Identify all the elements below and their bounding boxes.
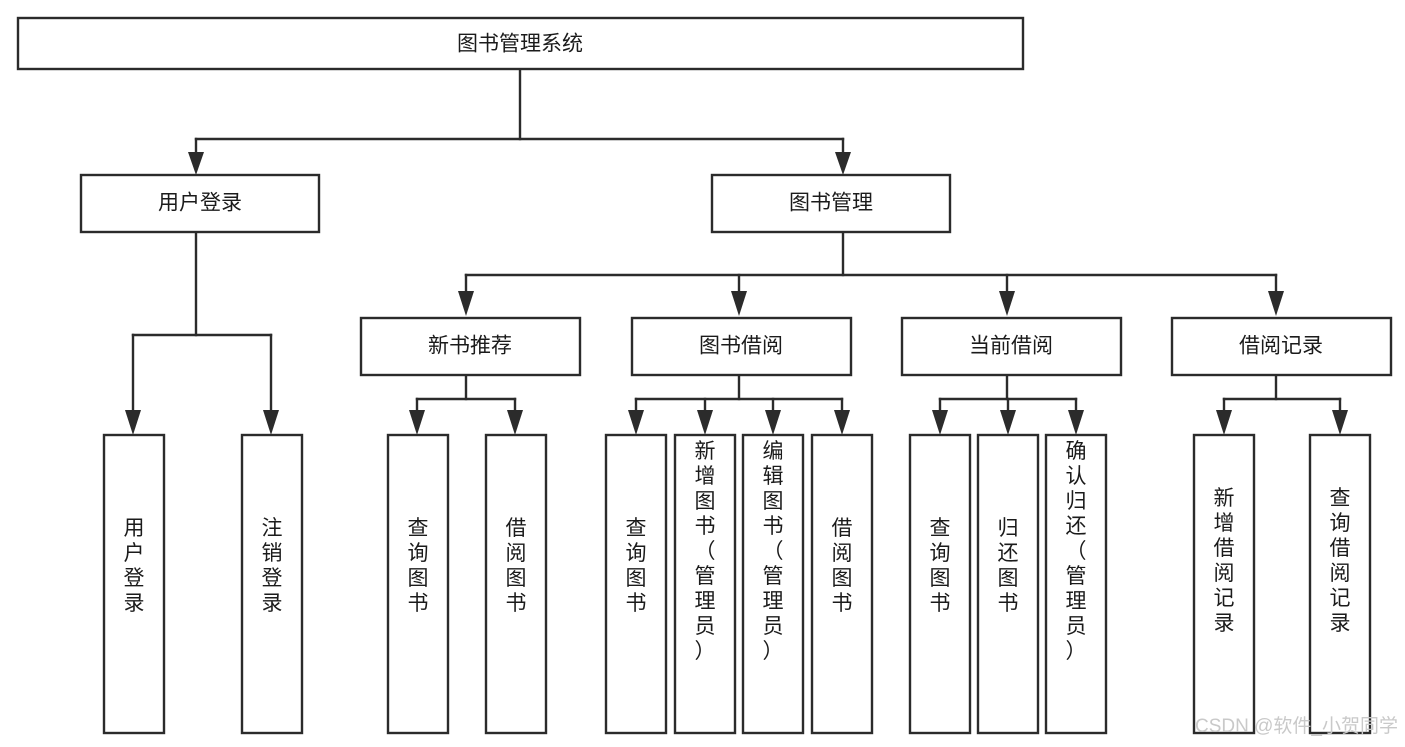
node-book-management-label: 图书管理 — [789, 192, 873, 215]
node-book-borrow[interactable]: 图书借阅 — [630, 316, 853, 377]
node-book-management-box[interactable] — [710, 173, 952, 234]
node-book-borrow-label: 图书借阅 — [699, 335, 783, 358]
node-book-borrow-box[interactable] — [630, 316, 853, 377]
node-borrow-record-label: 借阅记录 — [1239, 335, 1323, 358]
connector-group-new-book-leaves — [409, 373, 523, 435]
arrow-head-current-borrow — [999, 291, 1015, 316]
connector-group-book-manage-to-level3 — [458, 230, 1284, 316]
arrow-head-borrow-record — [1268, 291, 1284, 316]
leaf-br-query-record-label: 查询借阅记录 — [1330, 487, 1351, 635]
leaf-br-query-record[interactable]: 查询借阅记录 — [1308, 433, 1372, 735]
arrow-head-leaf-cb-return — [1000, 410, 1016, 435]
connector-group-current-borrow-leaves — [932, 373, 1084, 435]
node-new-book-recommend[interactable]: 新书推荐 — [359, 316, 582, 377]
node-user-login[interactable]: 用户登录 — [79, 173, 321, 234]
node-current-borrow-box[interactable] — [900, 316, 1123, 377]
node-root-box[interactable] — [16, 16, 1025, 71]
arrow-head-leaf-user-login — [125, 410, 141, 435]
leaf-nb-borrow-book[interactable]: 借阅图书 — [484, 433, 548, 735]
node-new-book-recommend-label: 新书推荐 — [428, 335, 512, 358]
leaf-user-login[interactable]: 用户登录 — [102, 433, 166, 735]
leaf-cb-query-book[interactable]: 查询图书 — [908, 433, 972, 735]
leaf-user-login-label: 用户登录 — [124, 517, 145, 615]
arrow-head-book-manage — [835, 152, 851, 175]
connector-group-book-borrow-leaves — [628, 373, 850, 435]
connector-group-user-login-leaves — [125, 230, 279, 435]
leaf-nb-query-book-label: 查询图书 — [408, 517, 429, 615]
leaf-bb-add-book-box[interactable] — [673, 433, 737, 735]
arrow-head-leaf-nb-borrow — [507, 410, 523, 435]
leaf-bb-add-book[interactable]: 新增图书（管理员） — [673, 433, 737, 735]
arrow-head-leaf-br-add — [1216, 410, 1232, 435]
node-root-book-management-system[interactable]: 图书管理系统 — [16, 16, 1025, 71]
leaf-nb-borrow-book-box[interactable] — [484, 433, 548, 735]
leaf-cb-return-book-box[interactable] — [976, 433, 1040, 735]
leaf-logout-login-label: 注销登录 — [262, 517, 283, 615]
leaf-cb-return-book-label: 归还图书 — [998, 517, 1019, 615]
leaf-bb-query-book-box[interactable] — [604, 433, 668, 735]
leaf-cb-query-book-box[interactable] — [908, 433, 972, 735]
connector-group-borrow-record-leaves — [1216, 373, 1348, 435]
arrow-head-user-login — [188, 152, 204, 175]
leaf-logout-login[interactable]: 注销登录 — [240, 433, 304, 735]
leaf-cb-confirm-return-box[interactable] — [1044, 433, 1108, 735]
leaf-user-login-box[interactable] — [102, 433, 166, 735]
connector-group-root-to-level2 — [188, 67, 851, 175]
csdn-watermark: CSDN @软件_小贺同学 — [1195, 715, 1398, 737]
leaf-nb-query-book[interactable]: 查询图书 — [386, 433, 450, 735]
leaf-br-add-record[interactable]: 新增借阅记录 — [1192, 433, 1256, 735]
node-borrow-record[interactable]: 借阅记录 — [1170, 316, 1393, 377]
node-current-borrow-label: 当前借阅 — [969, 335, 1053, 358]
leaf-bb-query-book[interactable]: 查询图书 — [604, 433, 668, 735]
leaf-nb-query-book-box[interactable] — [386, 433, 450, 735]
leaf-logout-login-box[interactable] — [240, 433, 304, 735]
leaf-bb-query-book-label: 查询图书 — [626, 517, 647, 615]
node-current-borrow[interactable]: 当前借阅 — [900, 316, 1123, 377]
leaf-bb-edit-book[interactable]: 编辑图书（管理员） — [741, 433, 805, 735]
leaf-br-add-record-box[interactable] — [1192, 433, 1256, 735]
leaf-bb-borrow-book[interactable]: 借阅图书 — [810, 433, 874, 735]
leaf-bb-add-book-label: 新增图书（管理员） — [695, 440, 716, 663]
arrow-head-leaf-bb-borrow — [834, 410, 850, 435]
leaf-br-query-record-box[interactable] — [1308, 433, 1372, 735]
arrow-head-leaf-bb-query — [628, 410, 644, 435]
arrow-head-leaf-bb-edit — [765, 410, 781, 435]
leaf-nb-borrow-book-label: 借阅图书 — [506, 517, 527, 615]
arrow-head-leaf-nb-query — [409, 410, 425, 435]
leaf-bb-borrow-book-box[interactable] — [810, 433, 874, 735]
node-book-management[interactable]: 图书管理 — [710, 173, 952, 234]
arrow-head-leaf-cb-confirm — [1068, 410, 1084, 435]
leaf-cb-confirm-return-label: 确认归还（管理员） — [1066, 440, 1087, 663]
node-user-login-box[interactable] — [79, 173, 321, 234]
arrow-head-leaf-br-query — [1332, 410, 1348, 435]
leaf-cb-confirm-return[interactable]: 确认归还（管理员） — [1044, 433, 1108, 735]
leaf-bb-edit-book-box[interactable] — [741, 433, 805, 735]
arrow-head-leaf-bb-add — [697, 410, 713, 435]
node-new-book-recommend-box[interactable] — [359, 316, 582, 377]
leaf-cb-return-book[interactable]: 归还图书 — [976, 433, 1040, 735]
node-root-label: 图书管理系统 — [457, 33, 583, 56]
arrow-head-leaf-cb-query — [932, 410, 948, 435]
arrow-head-new-book — [458, 291, 474, 316]
node-user-login-label: 用户登录 — [158, 192, 242, 215]
arrow-head-leaf-logout — [263, 410, 279, 435]
leaf-bb-edit-book-label: 编辑图书（管理员） — [763, 440, 784, 663]
leaf-bb-borrow-book-label: 借阅图书 — [832, 517, 853, 615]
node-borrow-record-box[interactable] — [1170, 316, 1393, 377]
leaf-cb-query-book-label: 查询图书 — [930, 517, 951, 615]
leaf-br-add-record-label: 新增借阅记录 — [1214, 487, 1235, 635]
arrow-head-book-borrow — [731, 291, 747, 316]
